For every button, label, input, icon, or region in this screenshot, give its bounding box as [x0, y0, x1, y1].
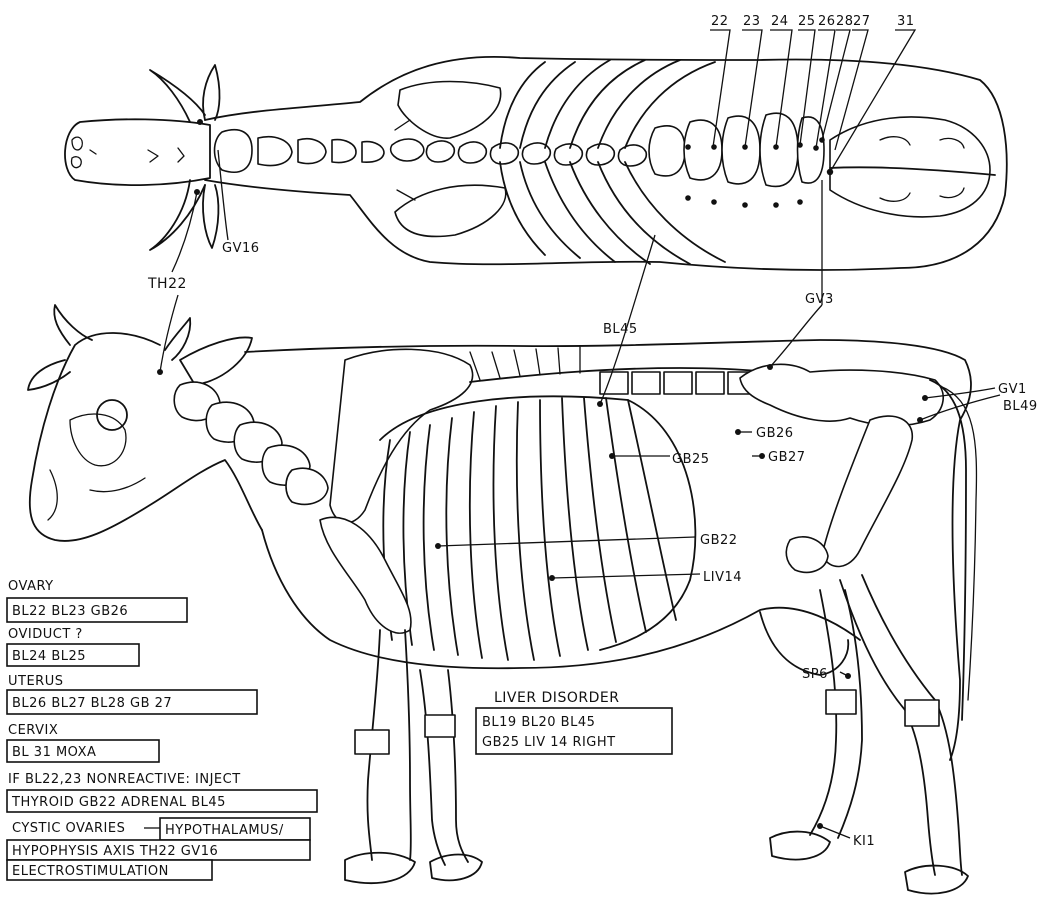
label-gb22: GB22	[700, 533, 738, 548]
dorsal-label-25: 25	[798, 14, 816, 29]
label-sp6: SP6	[802, 667, 828, 682]
lateral-humerus	[320, 517, 411, 633]
dorsal-neck-vertebrae	[215, 130, 385, 172]
liver-disorder-line2: GB25 LIV 14 RIGHT	[482, 735, 616, 750]
label-gv16: GV16	[222, 241, 260, 256]
legend-cystic-heading: CYSTIC OVARIES	[12, 821, 125, 836]
lateral-ribs	[383, 398, 676, 660]
lateral-horn	[54, 305, 92, 345]
lateral-front-leg-far	[420, 670, 468, 865]
dorsal-label-27: 27	[853, 14, 871, 29]
dorsal-ear-lower	[203, 185, 218, 248]
label-gv3: GV3	[805, 292, 834, 307]
liver-disorder: LIVER DISORDER BL19 BL20 BL45 GB25 LIV 1…	[476, 690, 672, 754]
lateral-stifle	[786, 537, 828, 572]
legend-cystic-box-line1: HYPOTHALAMUS/	[165, 823, 284, 838]
dorsal-lumbar-vertebrae	[649, 113, 824, 186]
lateral-skull-detail	[48, 414, 145, 520]
lateral-scapula	[330, 349, 473, 522]
lateral-hock-near	[826, 690, 856, 714]
lateral-pelvis	[740, 364, 943, 425]
lateral-neck-vertebrae	[174, 382, 328, 504]
label-gb27: GB27	[768, 450, 806, 465]
lateral-horn-2	[165, 318, 190, 360]
label-gb25: GB25	[672, 452, 710, 467]
dorsal-scapula-lower	[395, 185, 506, 236]
label-bl45: BL45	[603, 322, 638, 337]
lateral-front-hoof	[345, 853, 415, 883]
dorsal-label-23: 23	[743, 14, 761, 29]
legend-ovary-points: BL22 BL23 GB26	[12, 604, 128, 619]
legend-nonreactive-line: IF BL22,23 NONREACTIVE: INJECT	[8, 772, 241, 787]
lateral-spinous-processes	[470, 347, 580, 380]
label-gb26: GB26	[756, 426, 794, 441]
label-gv1: GV1	[998, 382, 1027, 397]
legend-uterus-heading: UTERUS	[8, 674, 63, 689]
legend-nonreactive-points: THYROID GB22 ADRENAL BL45	[11, 795, 226, 810]
lateral-front-knee	[355, 730, 389, 754]
dorsal-eye-marks	[90, 148, 184, 162]
lateral-ribcage-outline	[380, 396, 695, 650]
lateral-lumbar-vertebrae	[600, 372, 754, 394]
dorsal-point-th22-a	[197, 119, 203, 125]
lateral-hock	[905, 700, 939, 726]
legend-uterus-points: BL26 BL27 BL28 GB 27	[12, 696, 172, 711]
dorsal-label-22: 22	[711, 14, 729, 29]
legend-cervix-points: BL 31 MOXA	[12, 745, 96, 760]
label-bl49: BL49	[1003, 399, 1038, 414]
dorsal-label-28: 28	[836, 14, 854, 29]
legend-oviduct-heading: OVIDUCT ?	[8, 627, 83, 642]
legend: OVARY BL22 BL23 GB26 OVIDUCT ? BL24 BL25…	[7, 579, 317, 880]
legend-cystic-line3: ELECTROSTIMULATION	[12, 864, 169, 879]
lateral-udder	[760, 612, 848, 675]
lateral-ear-left	[28, 360, 70, 390]
liver-disorder-heading: LIVER DISORDER	[494, 690, 619, 706]
lateral-ear	[180, 337, 252, 385]
dorsal-view: 22 23 24 25 26 28 27 31 GV16 TH22	[65, 14, 1007, 292]
liver-disorder-line1: BL19 BL20 BL45	[482, 715, 595, 730]
legend-cervix-heading: CERVIX	[8, 723, 58, 738]
dorsal-label-26: 26	[818, 14, 836, 29]
lateral-hind-hoof	[905, 866, 968, 894]
dorsal-scapula-upper	[398, 82, 501, 139]
lateral-hind-leg	[840, 575, 962, 875]
dorsal-thoracic-vertebrae	[391, 139, 647, 166]
dorsal-horn-upper	[150, 70, 205, 122]
dorsal-label-24: 24	[771, 14, 789, 29]
label-ki1: KI1	[853, 834, 875, 849]
leader-th22-side	[160, 295, 178, 372]
lateral-femur	[822, 416, 912, 566]
legend-ovary-heading: OVARY	[8, 579, 54, 594]
label-th22: TH22	[147, 276, 187, 292]
lateral-front-knee-far	[425, 715, 455, 737]
lateral-front-hoof-far	[430, 855, 482, 881]
legend-cystic-line2: HYPOPHYSIS AXIS TH22 GV16	[12, 844, 218, 859]
dorsal-ear-upper	[203, 65, 219, 120]
lateral-tail	[930, 380, 966, 720]
label-liv14: LIV14	[703, 570, 742, 585]
dorsal-head	[65, 119, 210, 185]
legend-oviduct-points: BL24 BL25	[12, 649, 86, 664]
lateral-hind-hoof-near	[770, 832, 830, 860]
dorsal-nostril	[72, 137, 83, 167]
dorsal-label-31: 31	[897, 14, 915, 29]
